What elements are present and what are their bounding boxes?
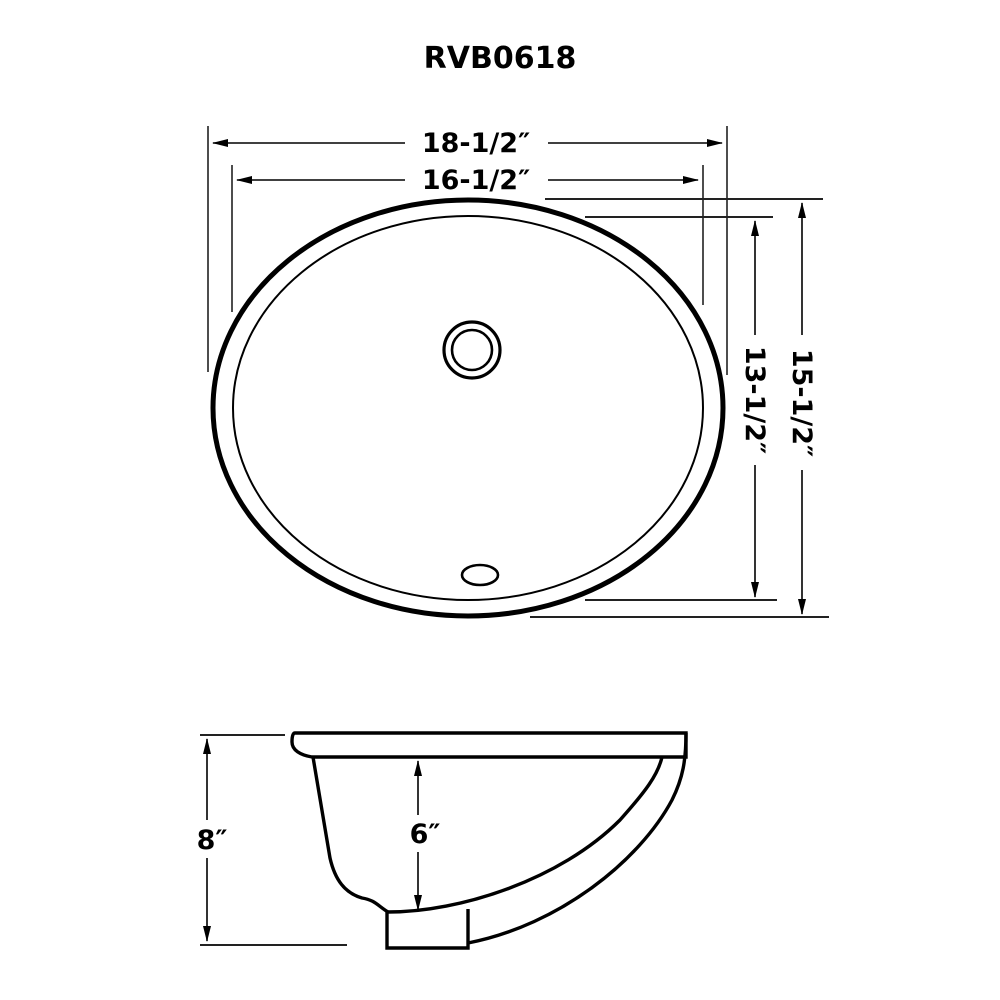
- model-title: RVB0618: [424, 41, 577, 76]
- bowl-depth-label: 6″: [410, 819, 441, 850]
- inner-depth-label: 13-1/2″: [739, 346, 770, 454]
- side-view: 8″ 6″: [197, 731, 688, 950]
- rim-profile: [290, 731, 688, 759]
- inner-bowl-outline: [232, 215, 704, 601]
- overflow-hole-icon: [460, 563, 500, 587]
- bowl-outer-curve: [467, 732, 688, 945]
- outer-rim-outline: [210, 197, 726, 619]
- outer-depth-label: 15-1/2″: [786, 349, 817, 457]
- bowl-inner-curve: [387, 756, 664, 914]
- bowl-left-wall: [311, 756, 389, 914]
- overall-height-label: 8″: [197, 825, 228, 856]
- drain-outer-icon: [442, 320, 502, 380]
- outer-width-label: 18-1/2″: [422, 128, 530, 159]
- inner-width-label: 16-1/2″: [422, 165, 530, 196]
- drain-spout: [385, 909, 470, 950]
- drain-inner-icon: [450, 328, 494, 372]
- top-view: 18-1/2″ 16-1/2″ 13-1/2″ 15-1/2″: [207, 126, 829, 619]
